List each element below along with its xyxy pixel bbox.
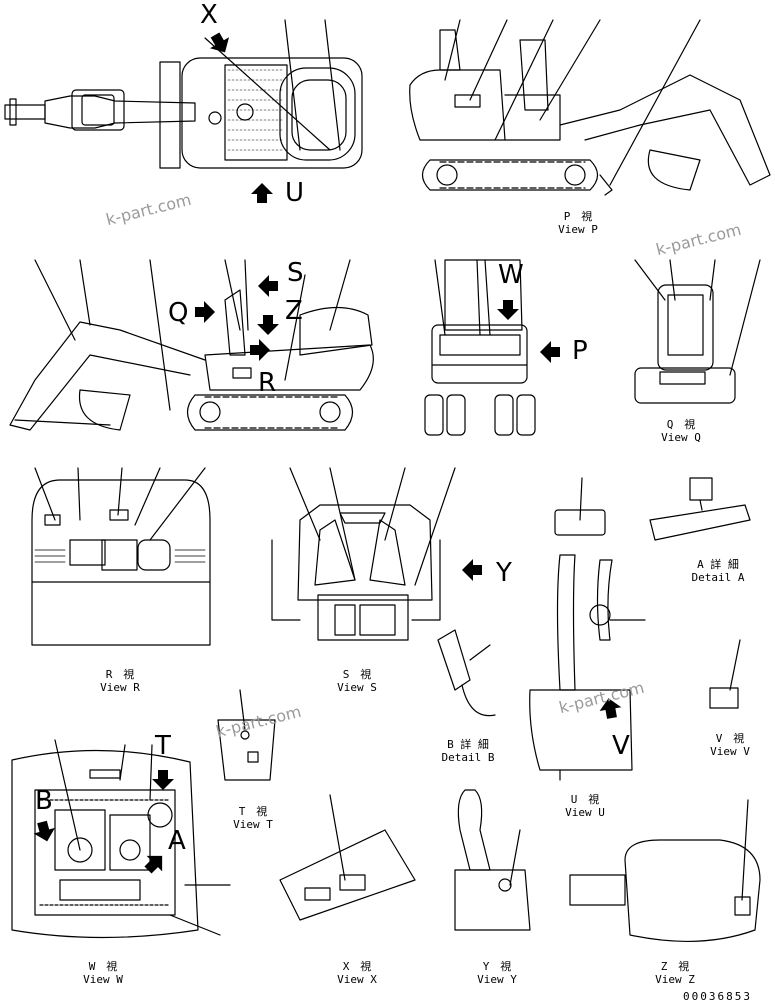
view-t-en: View T: [233, 818, 273, 831]
detail-a-en: Detail A: [691, 571, 745, 584]
detail-b-caption: B 詳 細 Detail B: [428, 738, 508, 764]
view-s-jp: S 視: [342, 668, 372, 681]
arrow-label-z: Z: [285, 296, 303, 326]
view-y-en: View Y: [477, 973, 517, 986]
view-x-caption: X 視 View X: [322, 960, 392, 986]
view-s-en: View S: [337, 681, 377, 694]
detail-a-jp: A 詳 細: [697, 558, 739, 571]
view-q-en: View Q: [661, 431, 701, 444]
view-x-drawing: [279, 794, 416, 921]
view-v-jp: V 視: [715, 732, 745, 745]
view-v-en: View V: [710, 745, 750, 758]
view-w-drawing: [424, 259, 536, 436]
view-y-caption: Y 視 View Y: [462, 960, 532, 986]
arrow-label-u: U: [285, 178, 305, 208]
detail-a-caption: A 詳 細 Detail A: [678, 558, 758, 584]
view-p-en: View P: [558, 223, 598, 236]
arrow-label-r: R: [258, 368, 277, 398]
view-u-drawing: [529, 477, 646, 781]
view-z-caption: Z 視 View Z: [640, 960, 710, 986]
view-q-caption: Q 視 View Q: [646, 418, 716, 444]
detail-a-drawing: [649, 477, 751, 541]
arrow-label-s: S: [287, 258, 304, 288]
arrow-label-w: W: [498, 260, 524, 290]
view-w-en: View W: [83, 973, 123, 986]
view-y-drawing: [454, 789, 531, 931]
arrow-label-t: T: [155, 731, 171, 761]
view-z-drawing: [569, 799, 761, 943]
arrow-label-v: V: [612, 731, 630, 761]
view-y-jp: Y 視: [482, 960, 512, 973]
view-u-jp: U 視: [570, 793, 600, 806]
view-w-jp: W 視: [88, 960, 118, 973]
arrow-label-p: P: [572, 336, 588, 366]
view-q-drawing: [9, 259, 374, 431]
view-w-engine-drawing: [11, 739, 231, 939]
arrow-label-b: B: [35, 786, 53, 816]
view-r-drawing: [31, 467, 211, 646]
view-v-caption: V 視 View V: [700, 732, 760, 758]
view-q-jp: Q 視: [666, 418, 696, 431]
view-p-jp: P 視: [563, 210, 593, 223]
detail-b-en: Detail B: [441, 751, 495, 764]
arrow-label-x: X: [200, 0, 218, 30]
view-x-jp: X 視: [342, 960, 372, 973]
view-w-caption: W 視 View W: [68, 960, 138, 986]
view-s-drawing: [271, 467, 456, 641]
arrow-label-a: A: [168, 826, 186, 856]
top-view-excavator: [4, 19, 363, 169]
arrow-label-y: Y: [496, 558, 512, 588]
view-z-jp: Z 視: [660, 960, 690, 973]
drawing-code: 00036853: [683, 990, 752, 1003]
view-r-caption: R 視 View R: [85, 668, 155, 694]
view-p-drawing: [409, 19, 771, 196]
detail-b-jp: B 詳 細: [447, 738, 489, 751]
view-d-drawing: [634, 259, 761, 404]
view-t-drawing: [217, 689, 276, 781]
view-t-jp: T 視: [238, 805, 268, 818]
view-x-en: View X: [337, 973, 377, 986]
view-r-en: View R: [100, 681, 140, 694]
detail-b-drawing: [437, 629, 496, 717]
view-v-drawing: [709, 639, 741, 709]
arrow-label-q: Q: [168, 298, 189, 328]
view-z-en: View Z: [655, 973, 695, 986]
view-p-caption: P 視 View P: [548, 210, 608, 236]
view-u-caption: U 視 View U: [550, 793, 620, 819]
view-u-en: View U: [565, 806, 605, 819]
view-s-caption: S 視 View S: [322, 668, 392, 694]
view-t-caption: T 視 View T: [218, 805, 288, 831]
view-r-jp: R 視: [105, 668, 135, 681]
